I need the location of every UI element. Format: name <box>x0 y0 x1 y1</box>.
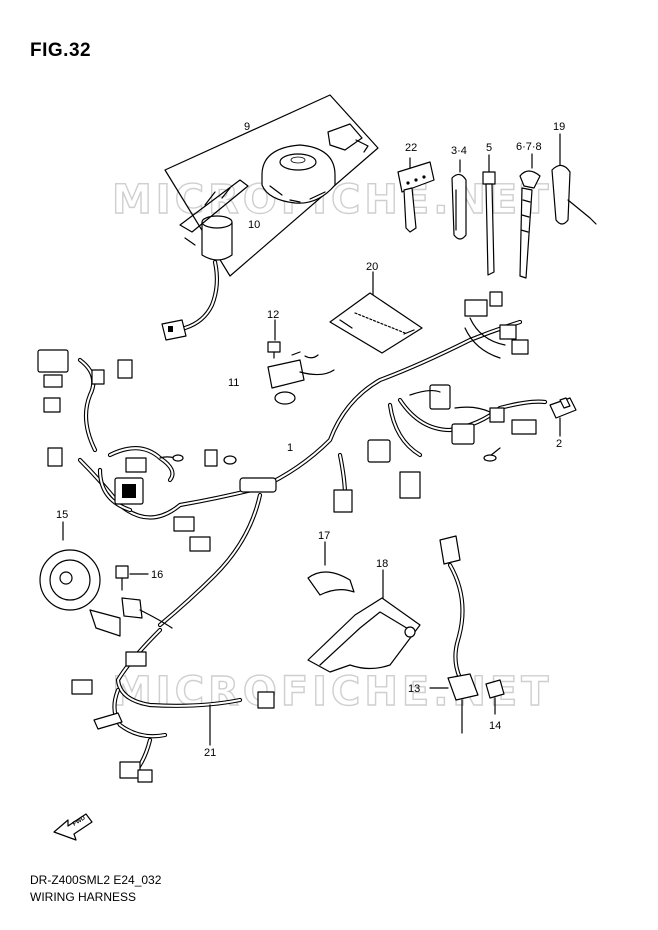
clamp-part-19 <box>551 133 597 225</box>
callout-2: 2 <box>556 438 562 450</box>
callout-11: 11 <box>228 377 239 389</box>
callout-16: 16 <box>151 569 163 581</box>
model-code: DR-Z400SML2 E24_032 <box>30 873 162 887</box>
callout-19: 19 <box>553 121 565 133</box>
relay-part-11-12 <box>267 319 335 405</box>
figure-title: FIG.32 <box>30 40 92 61</box>
bracket-part-18 <box>307 569 421 673</box>
callout-15: 15 <box>56 509 68 521</box>
callout-6-7-8: 6·7·8 <box>516 141 542 153</box>
horn-part-15 <box>39 521 173 637</box>
callout-9: 9 <box>244 121 250 133</box>
forward-arrow-icon: FWD <box>53 813 93 841</box>
callout-18: 18 <box>376 558 388 570</box>
sensor-part-13 <box>429 535 479 734</box>
tie-part-5 <box>482 154 496 276</box>
ignition-switch-kit <box>161 94 379 341</box>
main-wiring-harness <box>37 291 548 628</box>
watermark-bottom: MICROFICHE.NET <box>112 669 553 715</box>
callout-21: 21 <box>204 747 216 759</box>
bolt-part-14 <box>485 679 505 715</box>
figure-name: WIRING HARNESS <box>30 890 137 904</box>
callout-17: 17 <box>318 530 330 542</box>
callout-1: 1 <box>287 442 293 454</box>
callout-20: 20 <box>366 261 378 273</box>
sub-wiring-harness <box>71 627 275 783</box>
tie-part-6-7-8 <box>519 153 541 279</box>
callout-10: 10 <box>248 219 260 231</box>
callout-5: 5 <box>486 142 492 154</box>
callout-3-4: 3·4 <box>451 145 467 157</box>
key-part <box>397 157 435 233</box>
fuse-part-2 <box>549 397 577 437</box>
callout-12: 12 <box>267 309 279 321</box>
bolt-part-16 <box>115 565 149 591</box>
label-sheet-20 <box>329 271 423 354</box>
clamp-part-3-4 <box>451 159 467 240</box>
callout-22: 22 <box>405 142 417 154</box>
cover-part-17 <box>307 541 355 596</box>
callout-14: 14 <box>489 720 501 732</box>
callout-13: 13 <box>408 683 420 695</box>
